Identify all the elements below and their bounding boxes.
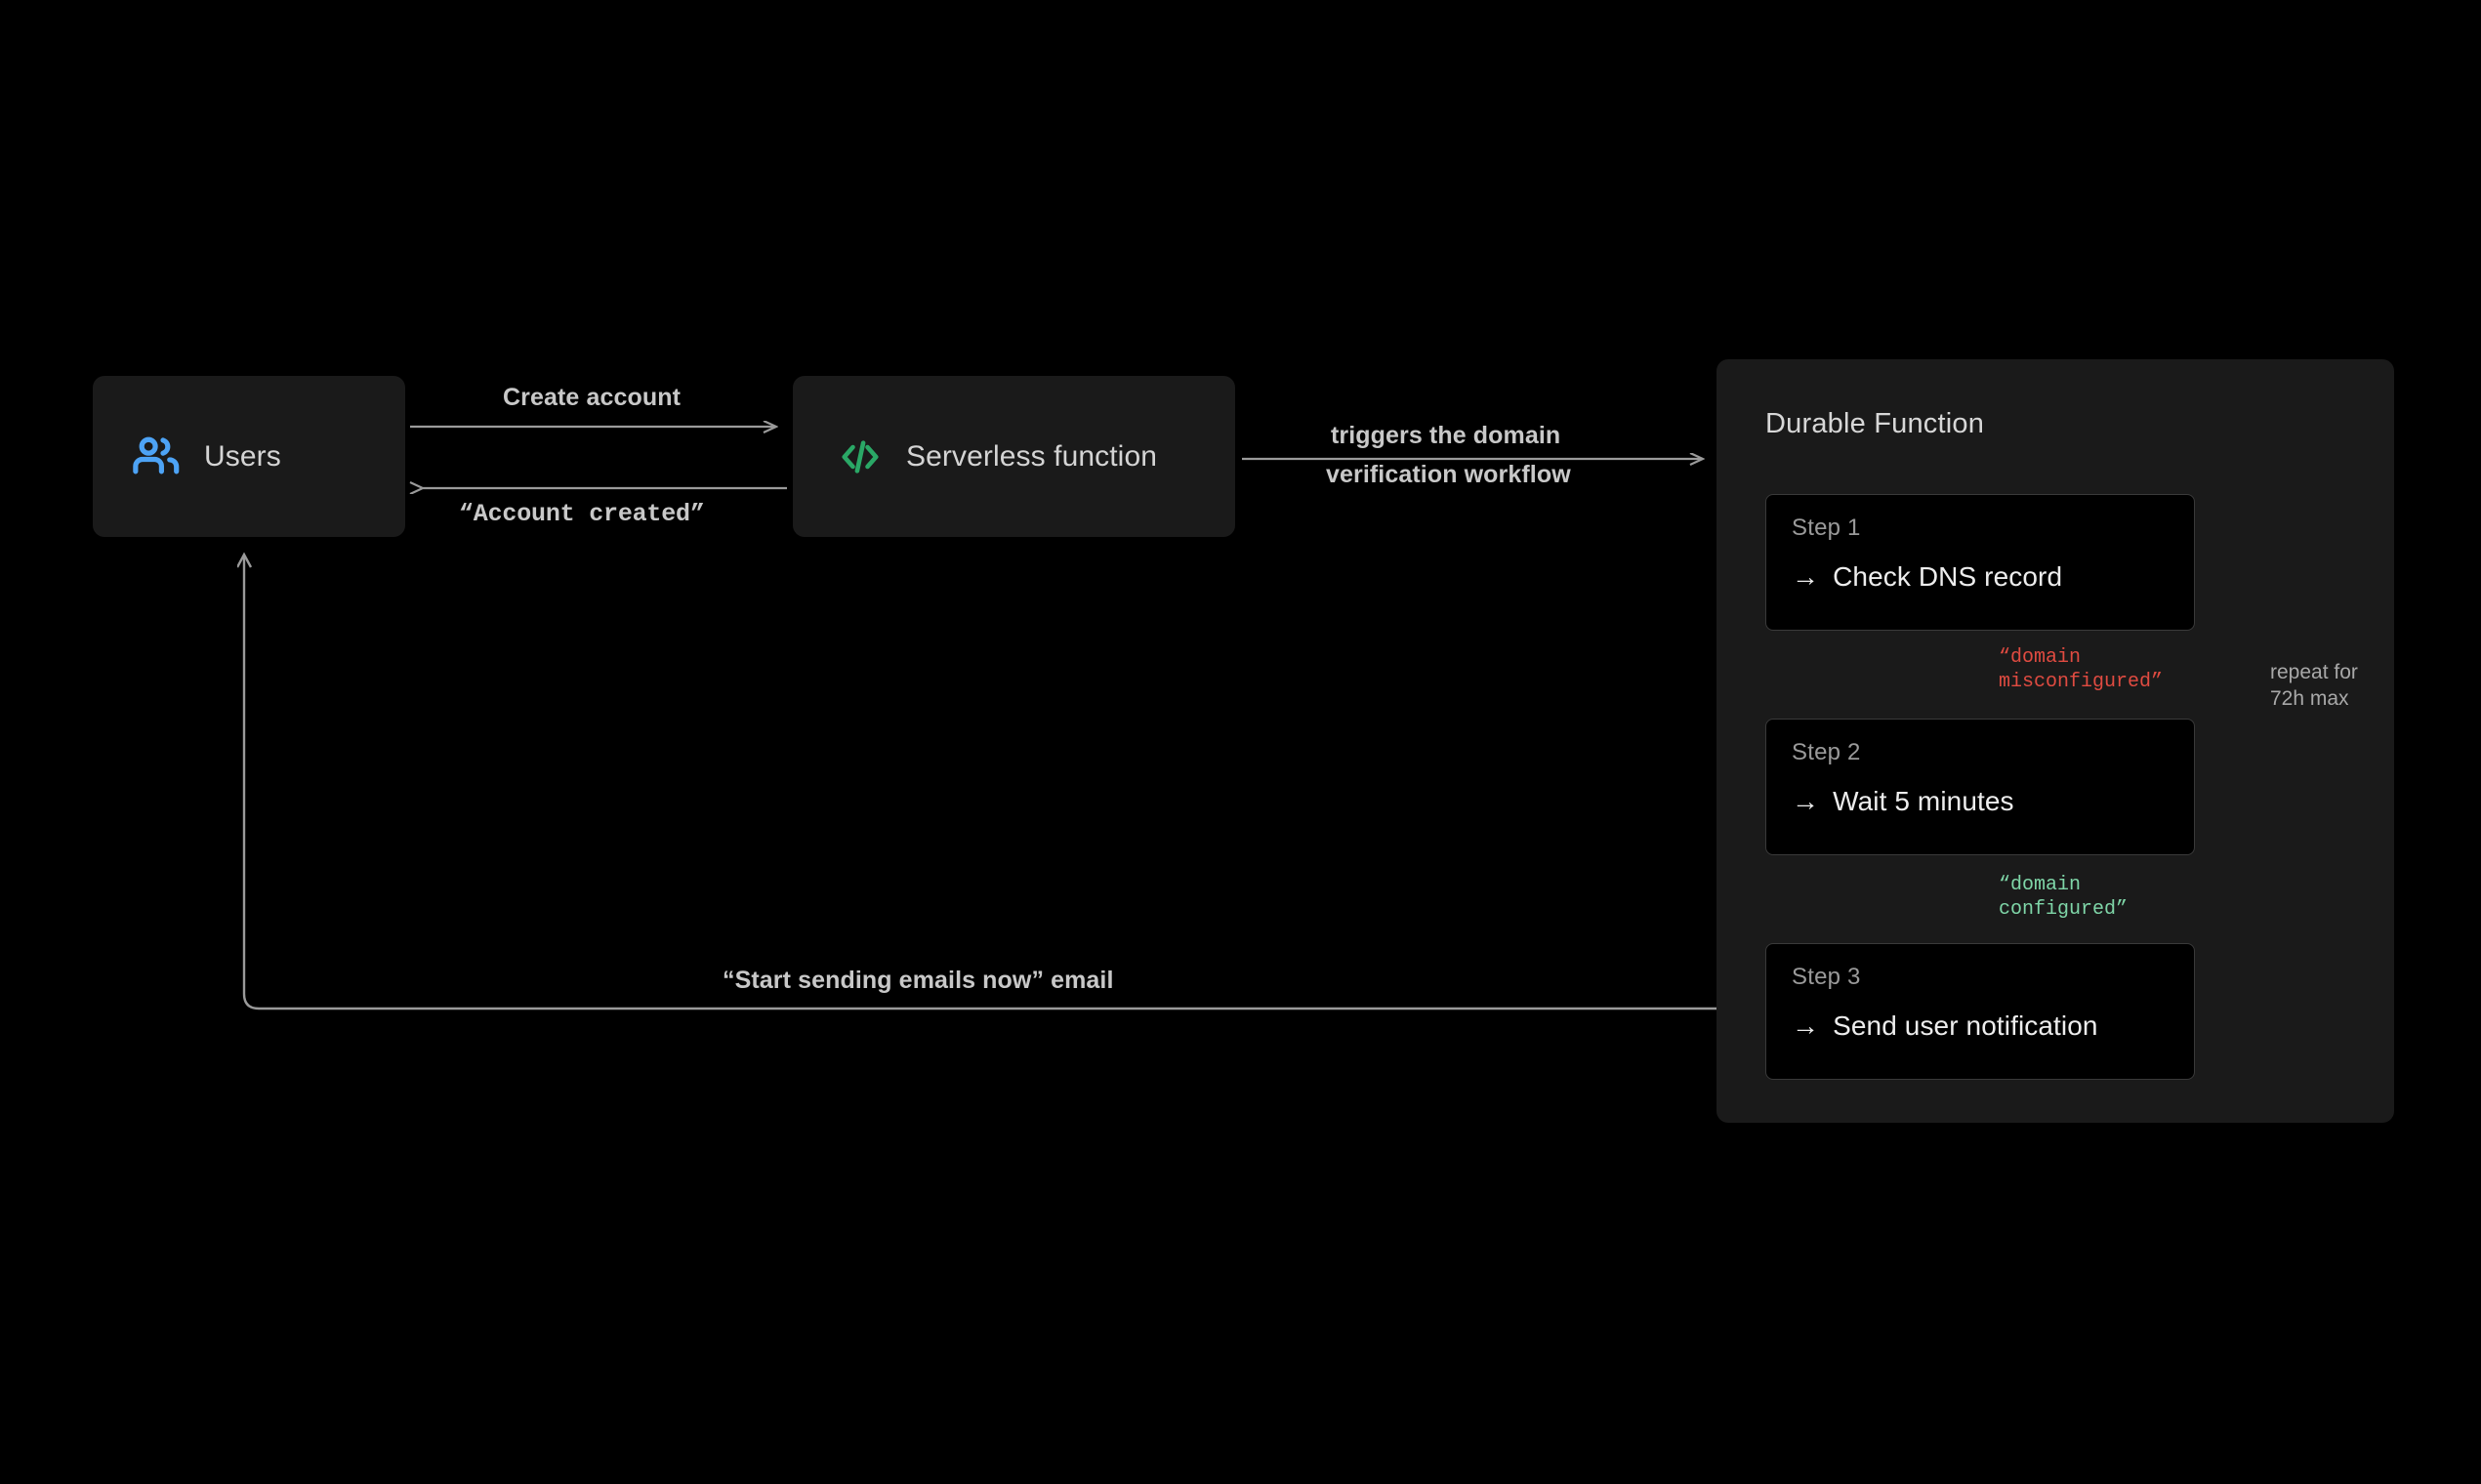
step-1-body: → Check DNS record: [1792, 561, 2194, 593]
step-1-eyebrow: Step 1: [1792, 515, 1861, 541]
domain-misconfigured-line1: “domain: [1999, 646, 2082, 669]
repeat-loop-line2: 72h max: [2270, 687, 2349, 711]
step-card-2[interactable]: Step 2 → Wait 5 minutes: [1765, 719, 2195, 855]
edge-start-sending-email: [244, 555, 1757, 1010]
step-3-arrow-icon: →: [1792, 1010, 1820, 1041]
users-icon: [130, 431, 183, 483]
durable-function-title: Durable Function: [1765, 408, 1985, 439]
domain-configured-line2: configured”: [1999, 898, 2129, 921]
edge-label-triggers-line2: verification workflow: [1326, 461, 1571, 488]
domain-configured-line1: “domain: [1999, 874, 2082, 896]
step-2-eyebrow: Step 2: [1792, 739, 1861, 765]
step-1-body-text: Check DNS record: [1833, 561, 2063, 592]
durable-function-panel: Durable Function Step 1 → Check DNS reco…: [1716, 359, 2394, 1123]
step-3-body: → Send user notification: [1792, 1010, 2194, 1042]
step-1-arrow-icon: →: [1792, 561, 1820, 592]
step-card-3[interactable]: Step 3 → Send user notification: [1765, 943, 2195, 1080]
code-brackets-icon: [836, 433, 885, 481]
edge-label-domain-configured: “domain configured”: [1999, 873, 2128, 922]
step-3-body-text: Send user notification: [1833, 1010, 2098, 1041]
step-card-1[interactable]: Step 1 → Check DNS record: [1765, 494, 2195, 631]
edge-label-create-account: Create account: [503, 384, 682, 411]
step-2-body-text: Wait 5 minutes: [1833, 786, 2014, 816]
serverless-function-label: Serverless function: [906, 439, 1158, 473]
node-serverless-function[interactable]: Serverless function: [793, 376, 1235, 537]
edge-label-account-created: “Account created”: [459, 500, 705, 528]
step-2-body: → Wait 5 minutes: [1792, 786, 2194, 817]
step-2-arrow-icon: →: [1792, 786, 1820, 816]
edge-label-domain-misconfigured: “domain misconfigured”: [1999, 645, 2163, 694]
node-users[interactable]: Users: [93, 376, 405, 537]
repeat-loop-line1: repeat for: [2270, 661, 2358, 683]
users-label: Users: [204, 439, 281, 473]
edge-label-triggers-line1: triggers the domain: [1331, 422, 1561, 449]
edge-label-start-sending-email: “Start sending emails now” email: [723, 967, 1114, 994]
step-3-eyebrow: Step 3: [1792, 964, 1861, 990]
domain-misconfigured-line2: misconfigured”: [1999, 671, 2164, 693]
edge-label-repeat-loop: repeat for 72h max: [2270, 659, 2358, 713]
